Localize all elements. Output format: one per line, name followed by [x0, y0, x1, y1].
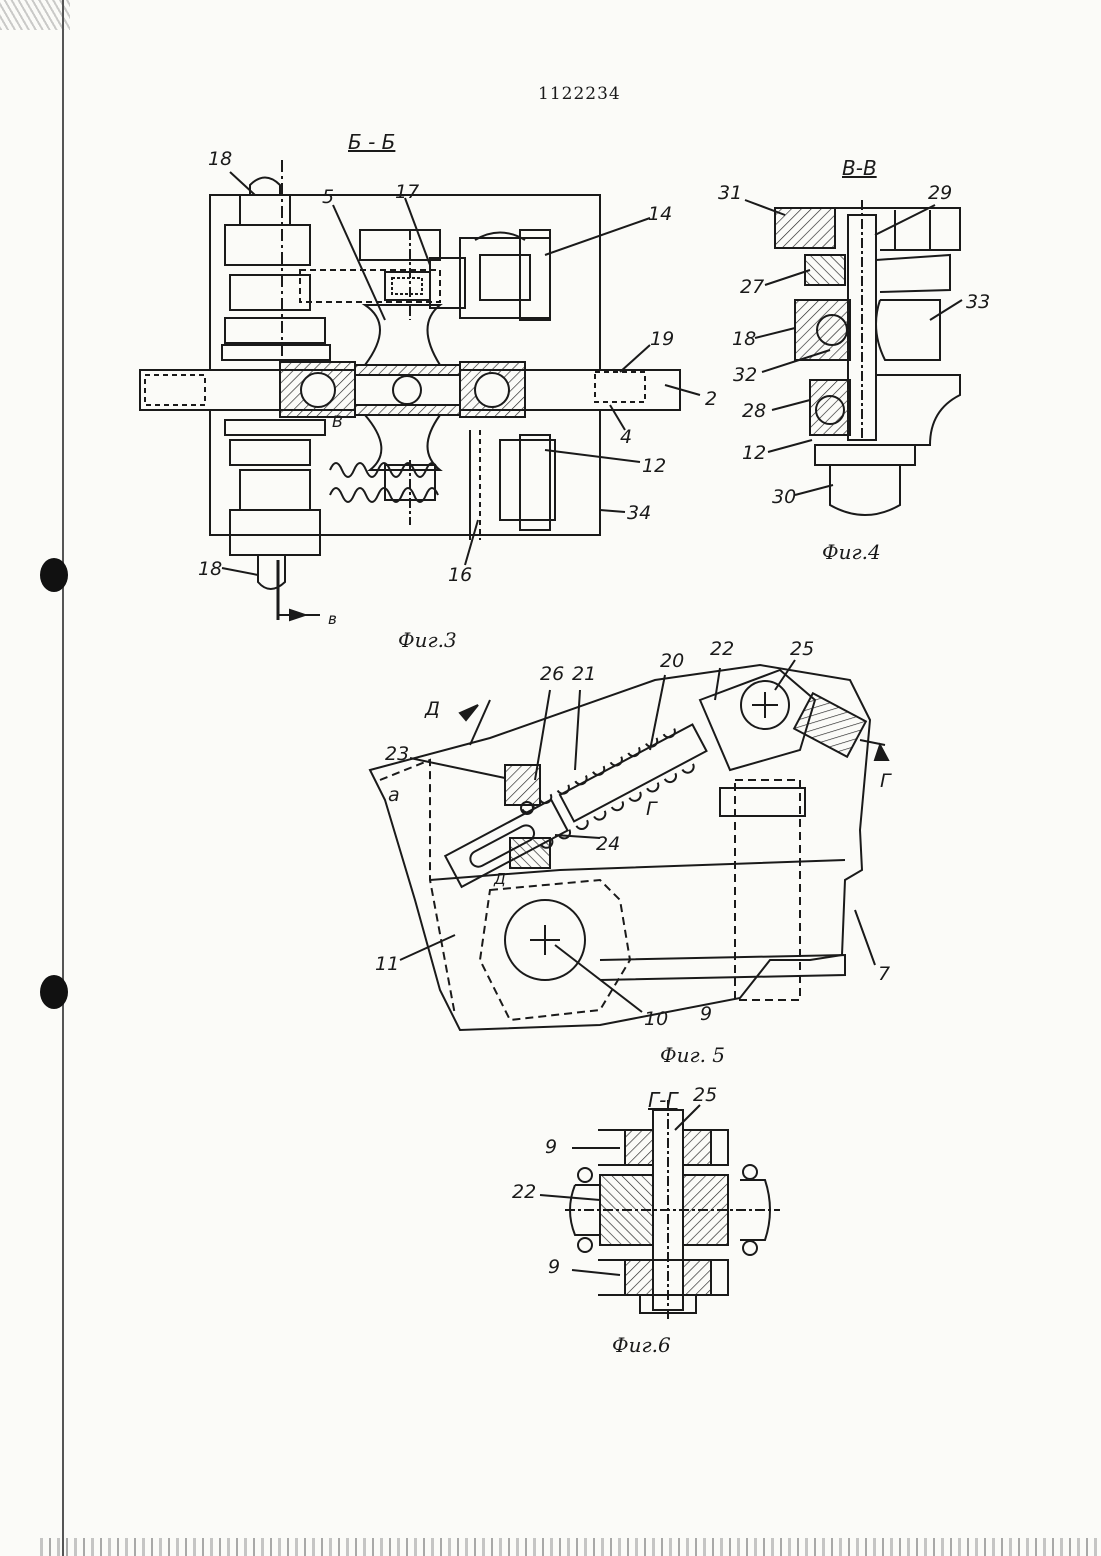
fig3-label-19: 19	[650, 330, 674, 349]
fig3-label-5: 5	[322, 188, 334, 207]
fig3-caption: Фиг.3	[398, 630, 457, 650]
fig5-label-11: 11	[375, 955, 399, 974]
fig4-caption: Фиг.4	[822, 542, 881, 562]
fig4-label-33: 33	[966, 293, 990, 312]
fig5-label-G-inner: Г	[646, 800, 657, 819]
fig4-label-29: 29	[928, 184, 952, 203]
fig3-label-arrow-mark: в	[328, 612, 337, 627]
fig3-section-title: Б - Б	[348, 132, 395, 152]
fig5-label-24: 24	[596, 835, 620, 854]
fig5-label-D-bottom: Д	[494, 872, 506, 887]
fig6-drawing	[540, 1100, 780, 1320]
fig4-drawing	[745, 200, 962, 515]
fig5-label-26: 26	[540, 665, 564, 684]
fig3-label-18-bottom: 18	[198, 560, 222, 579]
fig3-label-16: 16	[448, 566, 472, 585]
fig5-label-G-right: Г	[880, 772, 891, 791]
fig6-label-9-top: 9	[545, 1138, 557, 1157]
fig4-label-30: 30	[772, 488, 796, 507]
fig5-drawing	[370, 660, 888, 1030]
fig3-drawing	[140, 160, 700, 620]
fig4-label-28: 28	[742, 402, 766, 421]
fig4-label-27: 27	[740, 278, 764, 297]
fig5-label-21: 21	[572, 665, 596, 684]
fig5-label-9: 9	[700, 1005, 712, 1024]
fig6-label-22: 22	[512, 1183, 536, 1202]
fig5-label-23: 23	[385, 745, 409, 764]
fig4-section-title: В-В	[842, 158, 877, 178]
fig5-caption: Фиг. 5	[660, 1045, 725, 1065]
fig3-label-4: 4	[620, 428, 632, 447]
fig6-label-9-bottom: 9	[548, 1258, 560, 1277]
fig5-label-25: 25	[790, 640, 814, 659]
fig5-label-10: 10	[644, 1010, 668, 1029]
fig3-label-section-mark: В	[332, 414, 343, 430]
fig4-label-31: 31	[718, 184, 742, 203]
fig5-label-a: а	[388, 786, 400, 805]
fig4-label-32: 32	[733, 366, 757, 385]
fig3-label-17: 17	[395, 183, 419, 202]
fig5-label-20: 20	[660, 652, 684, 671]
fig3-label-2: 2	[705, 390, 717, 409]
fig6-section-title: Г-Г	[648, 1090, 678, 1110]
fig5-label-22: 22	[710, 640, 734, 659]
fig3-label-18-top: 18	[208, 150, 232, 169]
fig4-label-12: 12	[742, 444, 766, 463]
fig3-label-34: 34	[627, 504, 651, 523]
fig6-label-25: 25	[693, 1086, 717, 1105]
fig5-label-D-top: Д	[425, 700, 440, 719]
fig5-label-7: 7	[878, 965, 890, 984]
fig4-label-18: 18	[732, 330, 756, 349]
fig3-label-12: 12	[642, 457, 666, 476]
fig6-caption: Фиг.6	[612, 1335, 671, 1355]
fig3-label-14: 14	[648, 205, 672, 224]
